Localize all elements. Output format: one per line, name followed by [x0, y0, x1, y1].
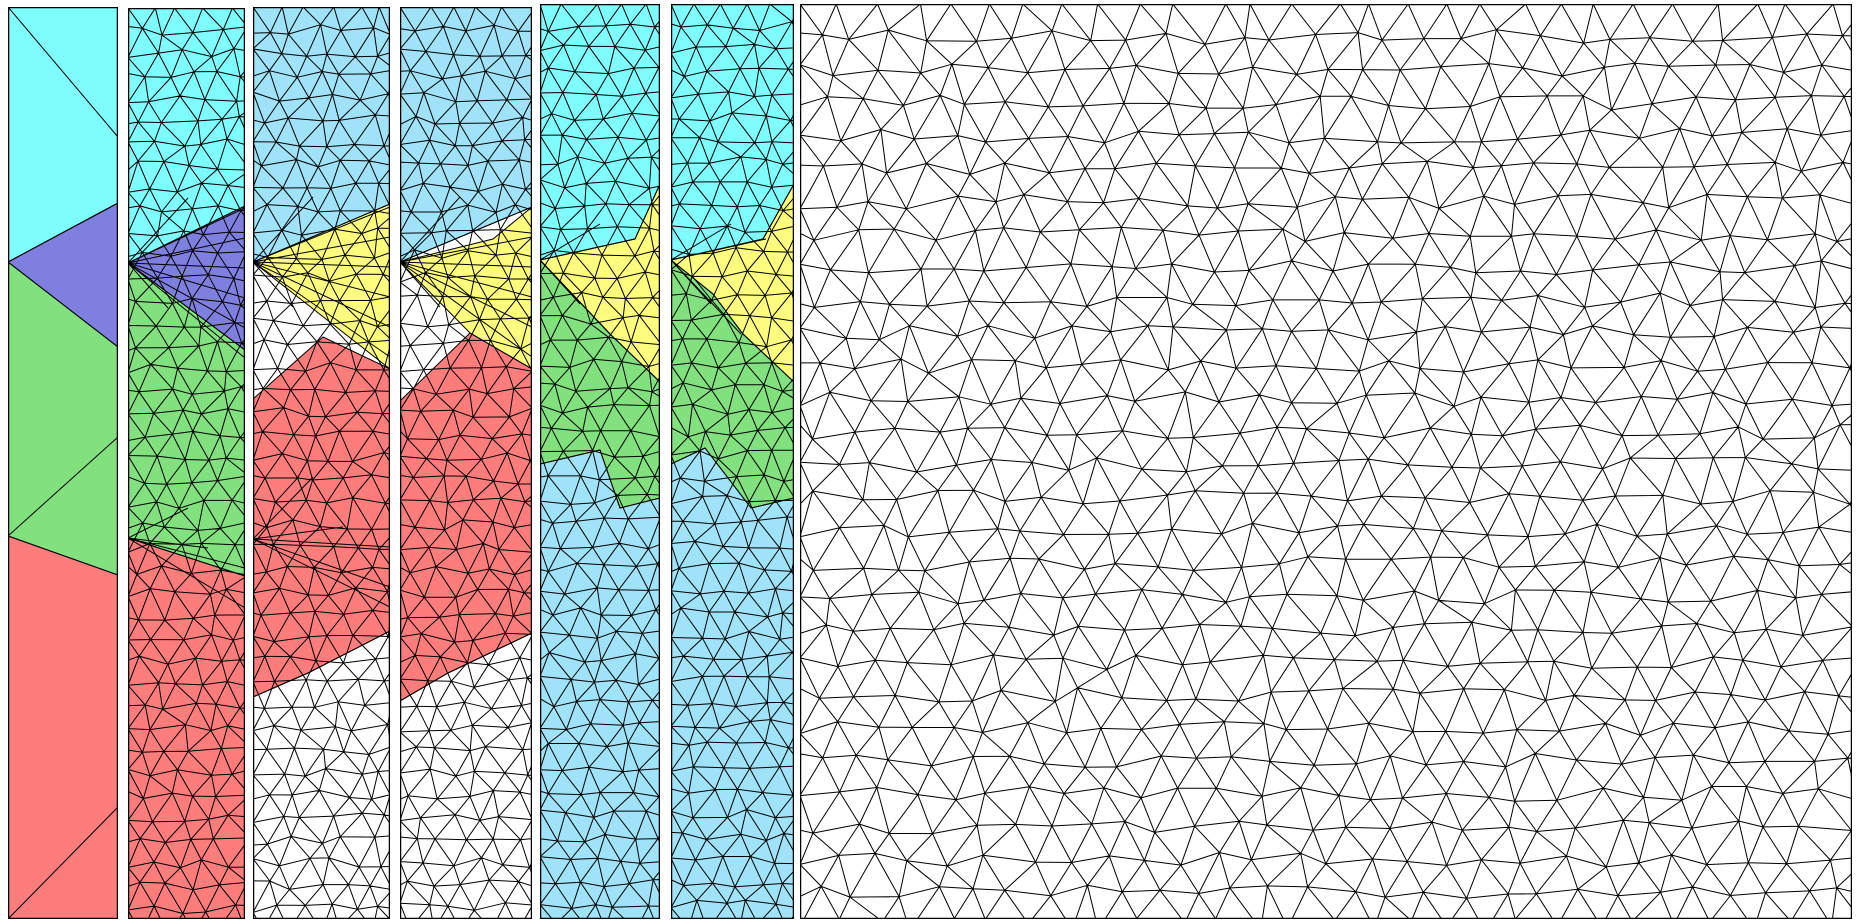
panel-refined-stage-5: [671, 4, 794, 919]
panel-full-mesh-svg: [800, 4, 1852, 919]
panel-refined-stage-2: [253, 7, 390, 919]
panel-refined-stage-3: [400, 7, 532, 919]
panel-full-mesh: [800, 4, 1852, 919]
panel-refined-stage-1: [128, 8, 245, 919]
panel-refined-stage-3-svg: [400, 7, 532, 919]
region-bottom: [540, 450, 660, 919]
region-bottom: [8, 536, 118, 919]
panel-refined-stage-4: [540, 4, 660, 919]
panel-refined-stage-2-svg: [253, 7, 390, 919]
panel-refined-stage-5-svg: [671, 4, 794, 919]
panel-coarse-partition: [8, 7, 118, 919]
panel-refined-stage-1-svg: [128, 8, 245, 919]
panel-coarse-partition-svg: [8, 7, 118, 919]
panel-refined-stage-4-svg: [540, 4, 660, 919]
